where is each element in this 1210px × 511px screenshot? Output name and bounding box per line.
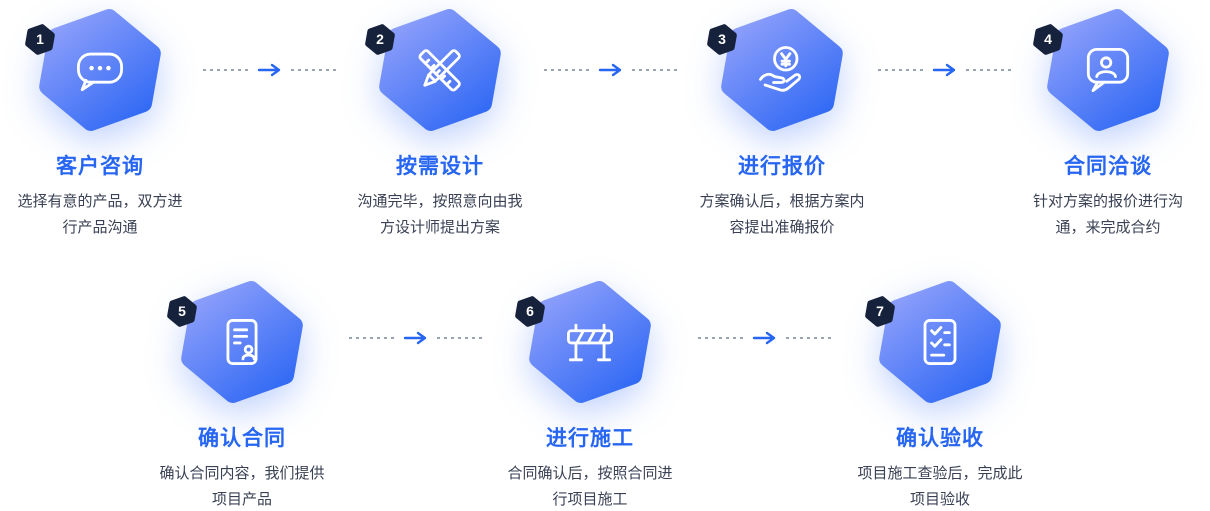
step-hexagon: 5 (167, 278, 304, 406)
dashed-line (437, 337, 483, 339)
step-hexagon: 4 (1033, 6, 1170, 134)
pencil-ruler-icon (418, 49, 461, 92)
badge-hexagon-shape (167, 296, 197, 327)
step-number-badge: 5 (166, 294, 198, 329)
step-number: 2 (376, 30, 384, 47)
flow-connector-5-6 (349, 330, 483, 346)
step-number-badge: 2 (364, 22, 396, 57)
step-description: 选择有意的产品，双方进行产品沟通 (17, 193, 183, 237)
dashed-line (698, 337, 744, 339)
contract-document-icon (226, 319, 258, 365)
dashed-line (203, 69, 249, 71)
step-hexagon: 7 (865, 278, 1002, 406)
right-arrow-icon (598, 63, 622, 77)
step-hexagon: 6 (515, 278, 652, 406)
step-title: 合同洽谈 (1064, 155, 1152, 178)
step-number: 6 (526, 302, 534, 319)
step-number: 5 (178, 302, 186, 319)
step-title: 进行施工 (546, 427, 634, 450)
step-title: 确认合同 (198, 427, 286, 450)
chat-bubble-icon (77, 52, 123, 92)
step-number: 1 (36, 30, 44, 47)
step-number: 7 (876, 302, 884, 319)
step-number: 4 (1044, 30, 1052, 47)
step-number: 3 (718, 30, 726, 47)
step-title: 按需设计 (396, 155, 484, 178)
step-hexagon: 1 (25, 6, 162, 134)
step-number-badge: 4 (1032, 22, 1064, 57)
hand-coin-icon (759, 46, 802, 92)
step-description: 合同确认后，按照合同进行项目施工 (507, 465, 673, 509)
person-speech-bubble-icon (1086, 47, 1130, 93)
hexagon-shape (181, 281, 303, 403)
right-arrow-icon (403, 331, 427, 345)
process-step-2: 2 按需设计 沟通完毕，按照意向由我方设计师提出方案 (320, 6, 560, 242)
dashed-line (291, 69, 337, 71)
dashed-line (966, 69, 1012, 71)
dashed-line (878, 69, 924, 71)
step-title: 客户咨询 (56, 155, 144, 178)
dashed-line (349, 337, 395, 339)
step-number-badge: 6 (514, 294, 546, 329)
process-step-3: 3 进行报价 方案确认后，根据方案内容提出准确报价 (662, 6, 902, 242)
step-title: 进行报价 (738, 155, 826, 178)
step-hexagon: 2 (365, 6, 502, 134)
badge-hexagon-shape (25, 24, 55, 55)
badge-hexagon-shape (1033, 24, 1063, 55)
process-step-5: 5 确认合同 确认合同内容，我们提供项目产品 (122, 278, 362, 511)
step-hexagon: 3 (707, 6, 844, 134)
hexagon-shape (1047, 9, 1169, 131)
flow-connector-6-7 (698, 330, 832, 346)
step-number-badge: 1 (24, 22, 56, 57)
badge-hexagon-shape (865, 296, 895, 327)
step-description: 项目施工查验后，完成此项目验收 (857, 465, 1023, 509)
flow-connector-3-4 (878, 62, 1012, 78)
step-description: 确认合同内容，我们提供项目产品 (159, 465, 325, 509)
step-number-badge: 3 (706, 22, 738, 57)
dashed-line (786, 337, 832, 339)
dashed-line (544, 69, 590, 71)
checklist-document-icon (923, 319, 957, 365)
right-arrow-icon (752, 331, 776, 345)
step-title: 确认验收 (896, 427, 984, 450)
step-description: 针对方案的报价进行沟通，来完成合约 (1032, 193, 1183, 237)
process-step-4: 4 合同洽谈 针对方案的报价进行沟通，来完成合约 (988, 6, 1210, 242)
badge-hexagon-shape (515, 296, 545, 327)
right-arrow-icon (932, 63, 956, 77)
process-step-6: 6 进行施工 合同确认后，按照合同进行项目施工 (470, 278, 710, 511)
process-step-1: 1 客户咨询 选择有意的产品，双方进行产品沟通 (0, 6, 220, 242)
step-description: 方案确认后，根据方案内容提出准确报价 (699, 193, 865, 237)
badge-hexagon-shape (365, 24, 395, 55)
flow-connector-2-3 (544, 62, 678, 78)
flow-connector-1-2 (203, 62, 337, 78)
dashed-line (632, 69, 678, 71)
badge-hexagon-shape (707, 24, 737, 55)
construction-barrier-icon (567, 323, 613, 362)
process-step-7: 7 确认验收 项目施工查验后，完成此项目验收 (820, 278, 1060, 511)
right-arrow-icon (257, 63, 281, 77)
step-number-badge: 7 (864, 294, 896, 329)
step-description: 沟通完毕，按照意向由我方设计师提出方案 (357, 193, 523, 237)
